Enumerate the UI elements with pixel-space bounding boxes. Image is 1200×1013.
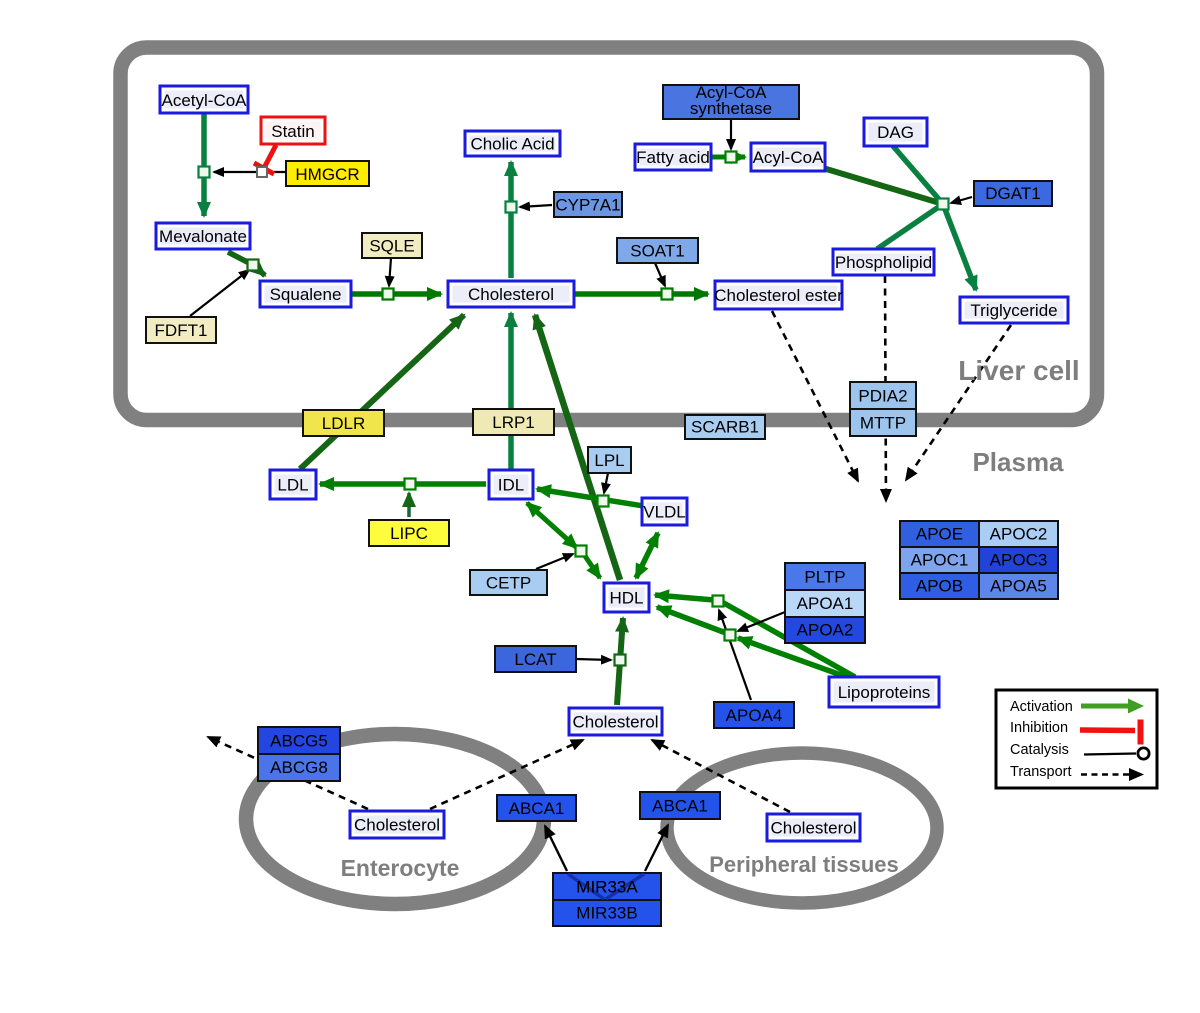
svg-text:HDL: HDL: [609, 589, 643, 608]
svg-text:Peripheral tissues: Peripheral tissues: [709, 852, 899, 877]
svg-text:MIR33B: MIR33B: [576, 904, 637, 923]
svg-text:ABCG8: ABCG8: [270, 758, 328, 777]
svg-text:IDL: IDL: [498, 476, 524, 495]
svg-text:Activation: Activation: [1010, 699, 1073, 715]
svg-text:ABCA1: ABCA1: [652, 797, 708, 816]
svg-text:Catalysis: Catalysis: [1010, 742, 1069, 758]
svg-text:VLDL: VLDL: [643, 503, 686, 522]
svg-text:APOA1: APOA1: [797, 594, 854, 613]
svg-text:PLTP: PLTP: [804, 568, 845, 587]
svg-text:Acyl-CoA: Acyl-CoA: [696, 83, 768, 102]
svg-text:Cholesterol: Cholesterol: [468, 285, 554, 304]
svg-text:Cholesterol ester: Cholesterol ester: [714, 286, 843, 305]
svg-text:SOAT1: SOAT1: [630, 242, 684, 261]
svg-text:APOC1: APOC1: [911, 551, 969, 570]
svg-text:CETP: CETP: [486, 574, 531, 593]
svg-text:APOA2: APOA2: [797, 621, 854, 640]
svg-text:LCAT: LCAT: [514, 650, 556, 669]
svg-text:MIR33A: MIR33A: [576, 878, 638, 897]
svg-text:APOC2: APOC2: [990, 525, 1048, 544]
svg-text:APOA4: APOA4: [726, 706, 783, 725]
svg-text:Phospholipid: Phospholipid: [835, 253, 932, 272]
svg-text:synthetase: synthetase: [690, 99, 772, 118]
svg-text:PDIA2: PDIA2: [858, 387, 907, 406]
svg-text:ABCG5: ABCG5: [270, 732, 328, 751]
svg-text:Acetyl-CoA: Acetyl-CoA: [161, 91, 247, 110]
svg-text:MTTP: MTTP: [860, 414, 906, 433]
svg-text:Fatty acid: Fatty acid: [636, 148, 710, 167]
svg-text:LDL: LDL: [277, 476, 308, 495]
svg-text:Mevalonate: Mevalonate: [159, 227, 247, 246]
svg-text:LRP1: LRP1: [492, 413, 535, 432]
svg-text:Inhibition: Inhibition: [1010, 720, 1068, 736]
svg-text:DAG: DAG: [877, 123, 914, 142]
svg-text:APOA5: APOA5: [990, 577, 1047, 596]
svg-text:Squalene: Squalene: [270, 285, 342, 304]
svg-text:HMGCR: HMGCR: [295, 165, 359, 184]
svg-text:Triglyceride: Triglyceride: [970, 301, 1057, 320]
svg-text:SQLE: SQLE: [369, 237, 414, 256]
svg-text:SCARB1: SCARB1: [691, 418, 759, 437]
svg-text:Liver cell: Liver cell: [958, 355, 1079, 386]
svg-text:Acyl-CoA: Acyl-CoA: [753, 148, 825, 167]
svg-text:Cholesterol: Cholesterol: [573, 713, 659, 732]
svg-text:APOC3: APOC3: [990, 551, 1048, 570]
svg-text:LDLR: LDLR: [322, 414, 365, 433]
svg-text:ABCA1: ABCA1: [509, 799, 565, 818]
svg-text:Cholesterol: Cholesterol: [771, 819, 857, 838]
svg-text:APOE: APOE: [916, 525, 963, 544]
svg-text:LIPC: LIPC: [390, 524, 428, 543]
svg-text:FDFT1: FDFT1: [155, 321, 208, 340]
svg-text:Statin: Statin: [271, 122, 314, 141]
svg-text:Transport: Transport: [1010, 764, 1072, 780]
svg-text:APOB: APOB: [916, 577, 963, 596]
svg-text:Cholic Acid: Cholic Acid: [470, 135, 554, 154]
svg-text:Enterocyte: Enterocyte: [341, 855, 460, 881]
svg-text:Plasma: Plasma: [972, 447, 1064, 477]
svg-text:Lipoproteins: Lipoproteins: [838, 683, 931, 702]
svg-text:LPL: LPL: [594, 451, 624, 470]
svg-text:CYP7A1: CYP7A1: [555, 196, 620, 215]
svg-text:Cholesterol: Cholesterol: [354, 816, 440, 835]
svg-text:DGAT1: DGAT1: [985, 184, 1040, 203]
